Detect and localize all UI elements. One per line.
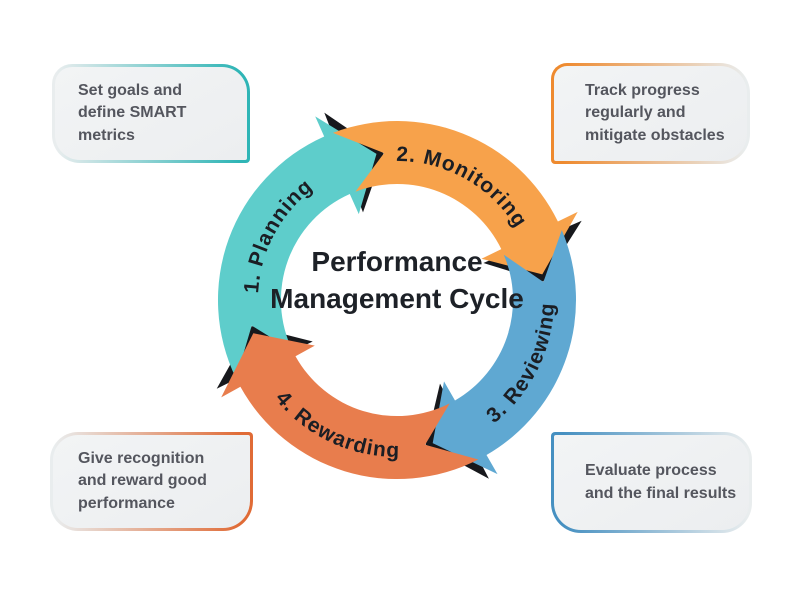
callout-track-progress-body: Track progress regularly and mitigate ob… <box>554 66 747 161</box>
callout-track-progress-text: Track progress regularly and mitigate ob… <box>585 82 725 144</box>
cycle-center-title: Performance Management Cycle <box>270 246 524 314</box>
cycle-arrow-planning <box>217 116 377 379</box>
callout-give-recognition: Give recognition and reward good perform… <box>50 432 253 531</box>
callout-give-recognition-text: Give recognition and reward good perform… <box>78 450 207 512</box>
callout-track-progress: Track progress regularly and mitigate ob… <box>551 63 750 164</box>
cycle-arrow-rewarding <box>221 333 479 480</box>
callout-evaluate-process-text: Evaluate process and the final results <box>585 462 737 502</box>
callout-set-goals-body: Set goals and define SMART metrics <box>55 67 247 160</box>
cycle-arrow-reviewing <box>432 230 577 475</box>
callout-set-goals-text: Set goals and define SMART metrics <box>78 82 187 144</box>
callout-give-recognition-body: Give recognition and reward good perform… <box>53 435 250 528</box>
cycle-arrow-monitoring <box>332 121 578 275</box>
callout-set-goals: Set goals and define SMART metrics <box>52 64 250 163</box>
callout-evaluate-process-body: Evaluate process and the final results <box>554 435 749 530</box>
callout-evaluate-process: Evaluate process and the final results <box>551 432 752 533</box>
